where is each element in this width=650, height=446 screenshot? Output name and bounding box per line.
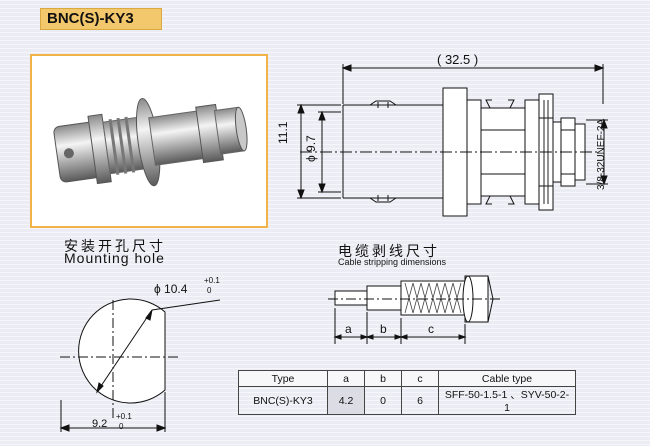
cell-cable-type: SFF-50-1.5-1 、SYV-50-2-1 [438,386,576,415]
cell-a: 4.2 [327,386,365,415]
strip-label-a: a [345,322,352,336]
spec-table: Type a b c Cable type BNC(S)-KY3 4.2 0 6… [238,370,576,415]
product-photo [30,54,268,228]
flat-width-label: 9.2 [92,418,108,430]
table-header-row: Type a b c Cable type [238,370,576,387]
cell-b: 0 [364,386,402,415]
stripping-title-en: Cable stripping dimensions [338,257,447,267]
cell-type: BNC(S)-KY3 [238,386,328,415]
header-cable-type: Cable type [438,370,576,387]
header-a: a [327,370,365,387]
overall-length-label: ( 32.5 ) [437,52,479,67]
hole-diameter-label: ϕ 10.4 [154,282,188,296]
page-title: BNC(S)-KY3 [40,8,162,30]
hole-diameter-tol-lower: 0 [207,286,212,295]
flat-width-tol-lower: 0 [119,422,124,431]
header-c: c [401,370,439,387]
strip-label-c: c [428,322,434,336]
inner-diameter-label: ϕ 9.7 [304,135,318,162]
hole-diameter-tol-upper: +0.1 [204,276,220,285]
flat-width-tol-upper: +0.1 [116,412,132,421]
header-type: Type [238,370,328,387]
strip-label-b: b [380,322,387,336]
header-b: b [364,370,402,387]
mounting-title-cn: 安装开孔尺寸 [64,238,166,254]
table-row: BNC(S)-KY3 4.2 0 6 SFF-50-1.5-1 、SYV-50-… [238,386,576,415]
connector-illustration [53,98,248,187]
stripping-title-cn: 电缆剥线尺寸 [338,243,440,259]
outer-height-label: 11.1 [276,121,290,144]
cell-c: 6 [401,386,439,415]
mounting-title-en: Mounting hole [64,250,165,266]
thread-spec-label: 3/8-32UNEF-2A [596,118,607,190]
